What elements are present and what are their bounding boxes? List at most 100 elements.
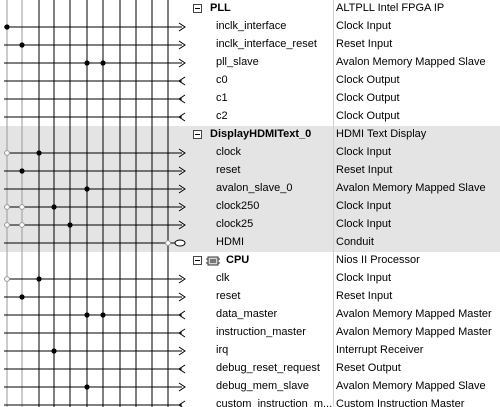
- component-name: PLL: [210, 2, 231, 14]
- connection-dot[interactable]: [51, 204, 57, 210]
- component-description: HDMI Text Display: [336, 128, 427, 140]
- interface-name: reset: [216, 290, 241, 302]
- output-arrow-icon: [178, 364, 186, 374]
- interface-description: Conduit: [336, 236, 374, 248]
- component-description: ALTPLL Intel FPGA IP: [336, 2, 445, 14]
- connection-dot[interactable]: [84, 312, 90, 318]
- conduit-icon[interactable]: [174, 239, 186, 247]
- interface-row[interactable]: reset Reset Input: [0, 288, 500, 306]
- interface-row[interactable]: inclk_interface_reset Reset Input: [0, 36, 500, 54]
- row-highlight: [0, 126, 500, 144]
- interface-description: Reset Output: [336, 362, 401, 374]
- input-arrow-icon: [178, 382, 186, 392]
- interface-description: Clock Input: [336, 20, 392, 32]
- connection-dot[interactable]: [84, 60, 90, 66]
- interface-row[interactable]: clock250 Clock Input: [0, 198, 500, 216]
- input-arrow-icon: [178, 274, 186, 284]
- connection-dot[interactable]: [19, 168, 25, 174]
- connection-wires-panel[interactable]: [0, 0, 333, 407]
- interface-description: Interrupt Receiver: [336, 344, 424, 356]
- component-name: DisplayHDMIText_0: [210, 128, 312, 140]
- interface-description: Clock Input: [336, 272, 392, 284]
- collapse-toggle-icon[interactable]: [193, 4, 202, 13]
- interface-row[interactable]: c2 Clock Output: [0, 108, 500, 126]
- interface-name: clock25: [216, 218, 254, 230]
- input-arrow-icon: [178, 292, 186, 302]
- interface-name: clock250: [216, 200, 260, 212]
- interface-description: Custom Instruction Master: [336, 398, 465, 407]
- connection-dot[interactable]: [67, 222, 73, 228]
- unconnected-dot[interactable]: [4, 150, 10, 156]
- connection-dot[interactable]: [100, 60, 106, 66]
- interface-row[interactable]: reset Reset Input: [0, 162, 500, 180]
- connection-dot[interactable]: [36, 276, 42, 282]
- interface-description: Reset Input: [336, 164, 393, 176]
- interface-row[interactable]: c1 Clock Output: [0, 90, 500, 108]
- input-arrow-icon: [178, 184, 186, 194]
- unconnected-dot[interactable]: [4, 276, 10, 282]
- unconnected-dot[interactable]: [19, 222, 25, 228]
- connection-dot[interactable]: [19, 294, 25, 300]
- interface-name: reset: [216, 164, 241, 176]
- interface-row[interactable]: custom_instruction_m...Custom Instructio…: [0, 396, 500, 407]
- unconnected-dot[interactable]: [19, 204, 25, 210]
- interface-description: Reset Input: [336, 38, 393, 50]
- connection-dot[interactable]: [51, 348, 57, 354]
- component-name: CPU: [226, 254, 250, 266]
- interface-name: c0: [216, 74, 228, 86]
- unconnected-dot[interactable]: [4, 204, 10, 210]
- collapse-toggle-icon[interactable]: [193, 130, 202, 139]
- connection-dot[interactable]: [4, 24, 10, 30]
- input-arrow-icon: [178, 148, 186, 158]
- collapse-toggle-icon[interactable]: [193, 256, 202, 265]
- component-row[interactable]: PLL ALTPLL Intel FPGA IP: [0, 0, 500, 18]
- row-highlight: [0, 162, 500, 180]
- connection-dot[interactable]: [100, 312, 106, 318]
- unconnected-dot[interactable]: [4, 222, 10, 228]
- interface-name: debug_mem_slave: [216, 380, 309, 392]
- interface-row[interactable]: clock25 Clock Input: [0, 216, 500, 234]
- output-arrow-icon: [178, 76, 186, 86]
- interface-description: Clock Input: [336, 218, 392, 230]
- interface-description: Clock Output: [336, 110, 400, 122]
- interface-name: c1: [216, 92, 228, 104]
- interface-description: Avalon Memory Mapped Slave: [336, 56, 486, 68]
- output-arrow-icon: [178, 112, 186, 122]
- input-arrow-icon: [178, 58, 186, 68]
- interface-name: inclk_interface: [216, 20, 287, 32]
- interface-row[interactable]: irq Interrupt Receiver: [0, 342, 500, 360]
- connection-dot[interactable]: [36, 150, 42, 156]
- interface-name: clk: [216, 272, 230, 284]
- interface-description: Clock Input: [336, 146, 392, 158]
- row-highlight: [0, 198, 500, 216]
- interface-description: Clock Input: [336, 200, 392, 212]
- interface-name: instruction_master: [216, 326, 306, 338]
- interface-description: Reset Input: [336, 290, 393, 302]
- interface-description: Avalon Memory Mapped Master: [336, 308, 492, 320]
- connection-dot[interactable]: [84, 186, 90, 192]
- interface-description: Avalon Memory Mapped Slave: [336, 182, 486, 194]
- interface-name: c2: [216, 110, 228, 122]
- cpu-chip-icon: [206, 256, 220, 266]
- interface-name: inclk_interface_reset: [216, 38, 317, 50]
- output-arrow-icon: [178, 310, 186, 320]
- interface-name: irq: [216, 344, 229, 356]
- interface-description: Clock Output: [336, 92, 400, 104]
- connection-dot[interactable]: [19, 42, 25, 48]
- interface-row[interactable]: inclk_interface Clock Input: [0, 18, 500, 36]
- connection-dot[interactable]: [84, 384, 90, 390]
- unconnected-dot[interactable]: [165, 240, 171, 246]
- component-row[interactable]: DisplayHDMIText_0 HDMI Text Display: [0, 126, 500, 144]
- interface-row[interactable]: clk Clock Input: [0, 270, 500, 288]
